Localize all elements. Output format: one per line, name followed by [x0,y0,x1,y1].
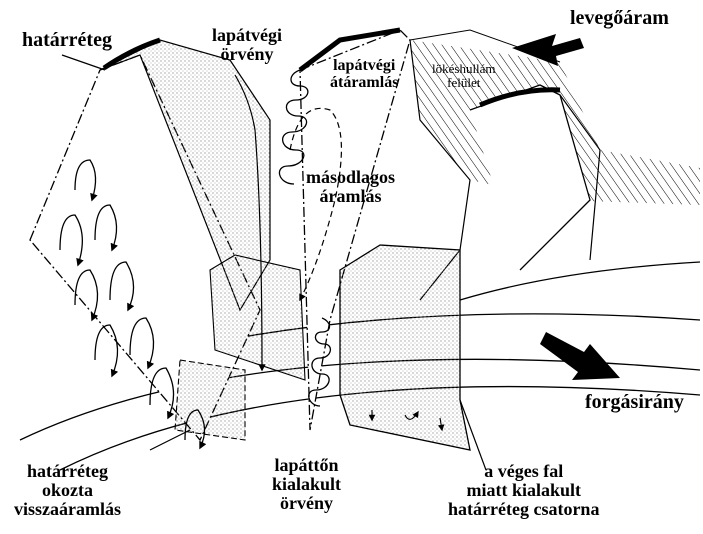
label-boundary-layer: határréteg [22,30,112,51]
label-airflow: levegőáram [570,8,669,29]
label-hub-vortex: lapáttőn kialakult örvény [272,456,341,513]
rotation-arrow [540,332,620,380]
label-tip-vortex: lapátvégi örvény [212,26,282,64]
label-secondary-flow: másodlagos áramlás [306,168,395,206]
label-tip-leakage: lapátvégi átáramlás [330,58,398,92]
label-backflow: határréteg okozta visszaáramlás [14,462,121,519]
label-channel: a véges fal miatt kialakult határréteg c… [448,462,599,519]
label-rotation-direction: forgásirány [585,392,684,413]
label-shock-surface: lökéshullám felület [432,62,496,89]
